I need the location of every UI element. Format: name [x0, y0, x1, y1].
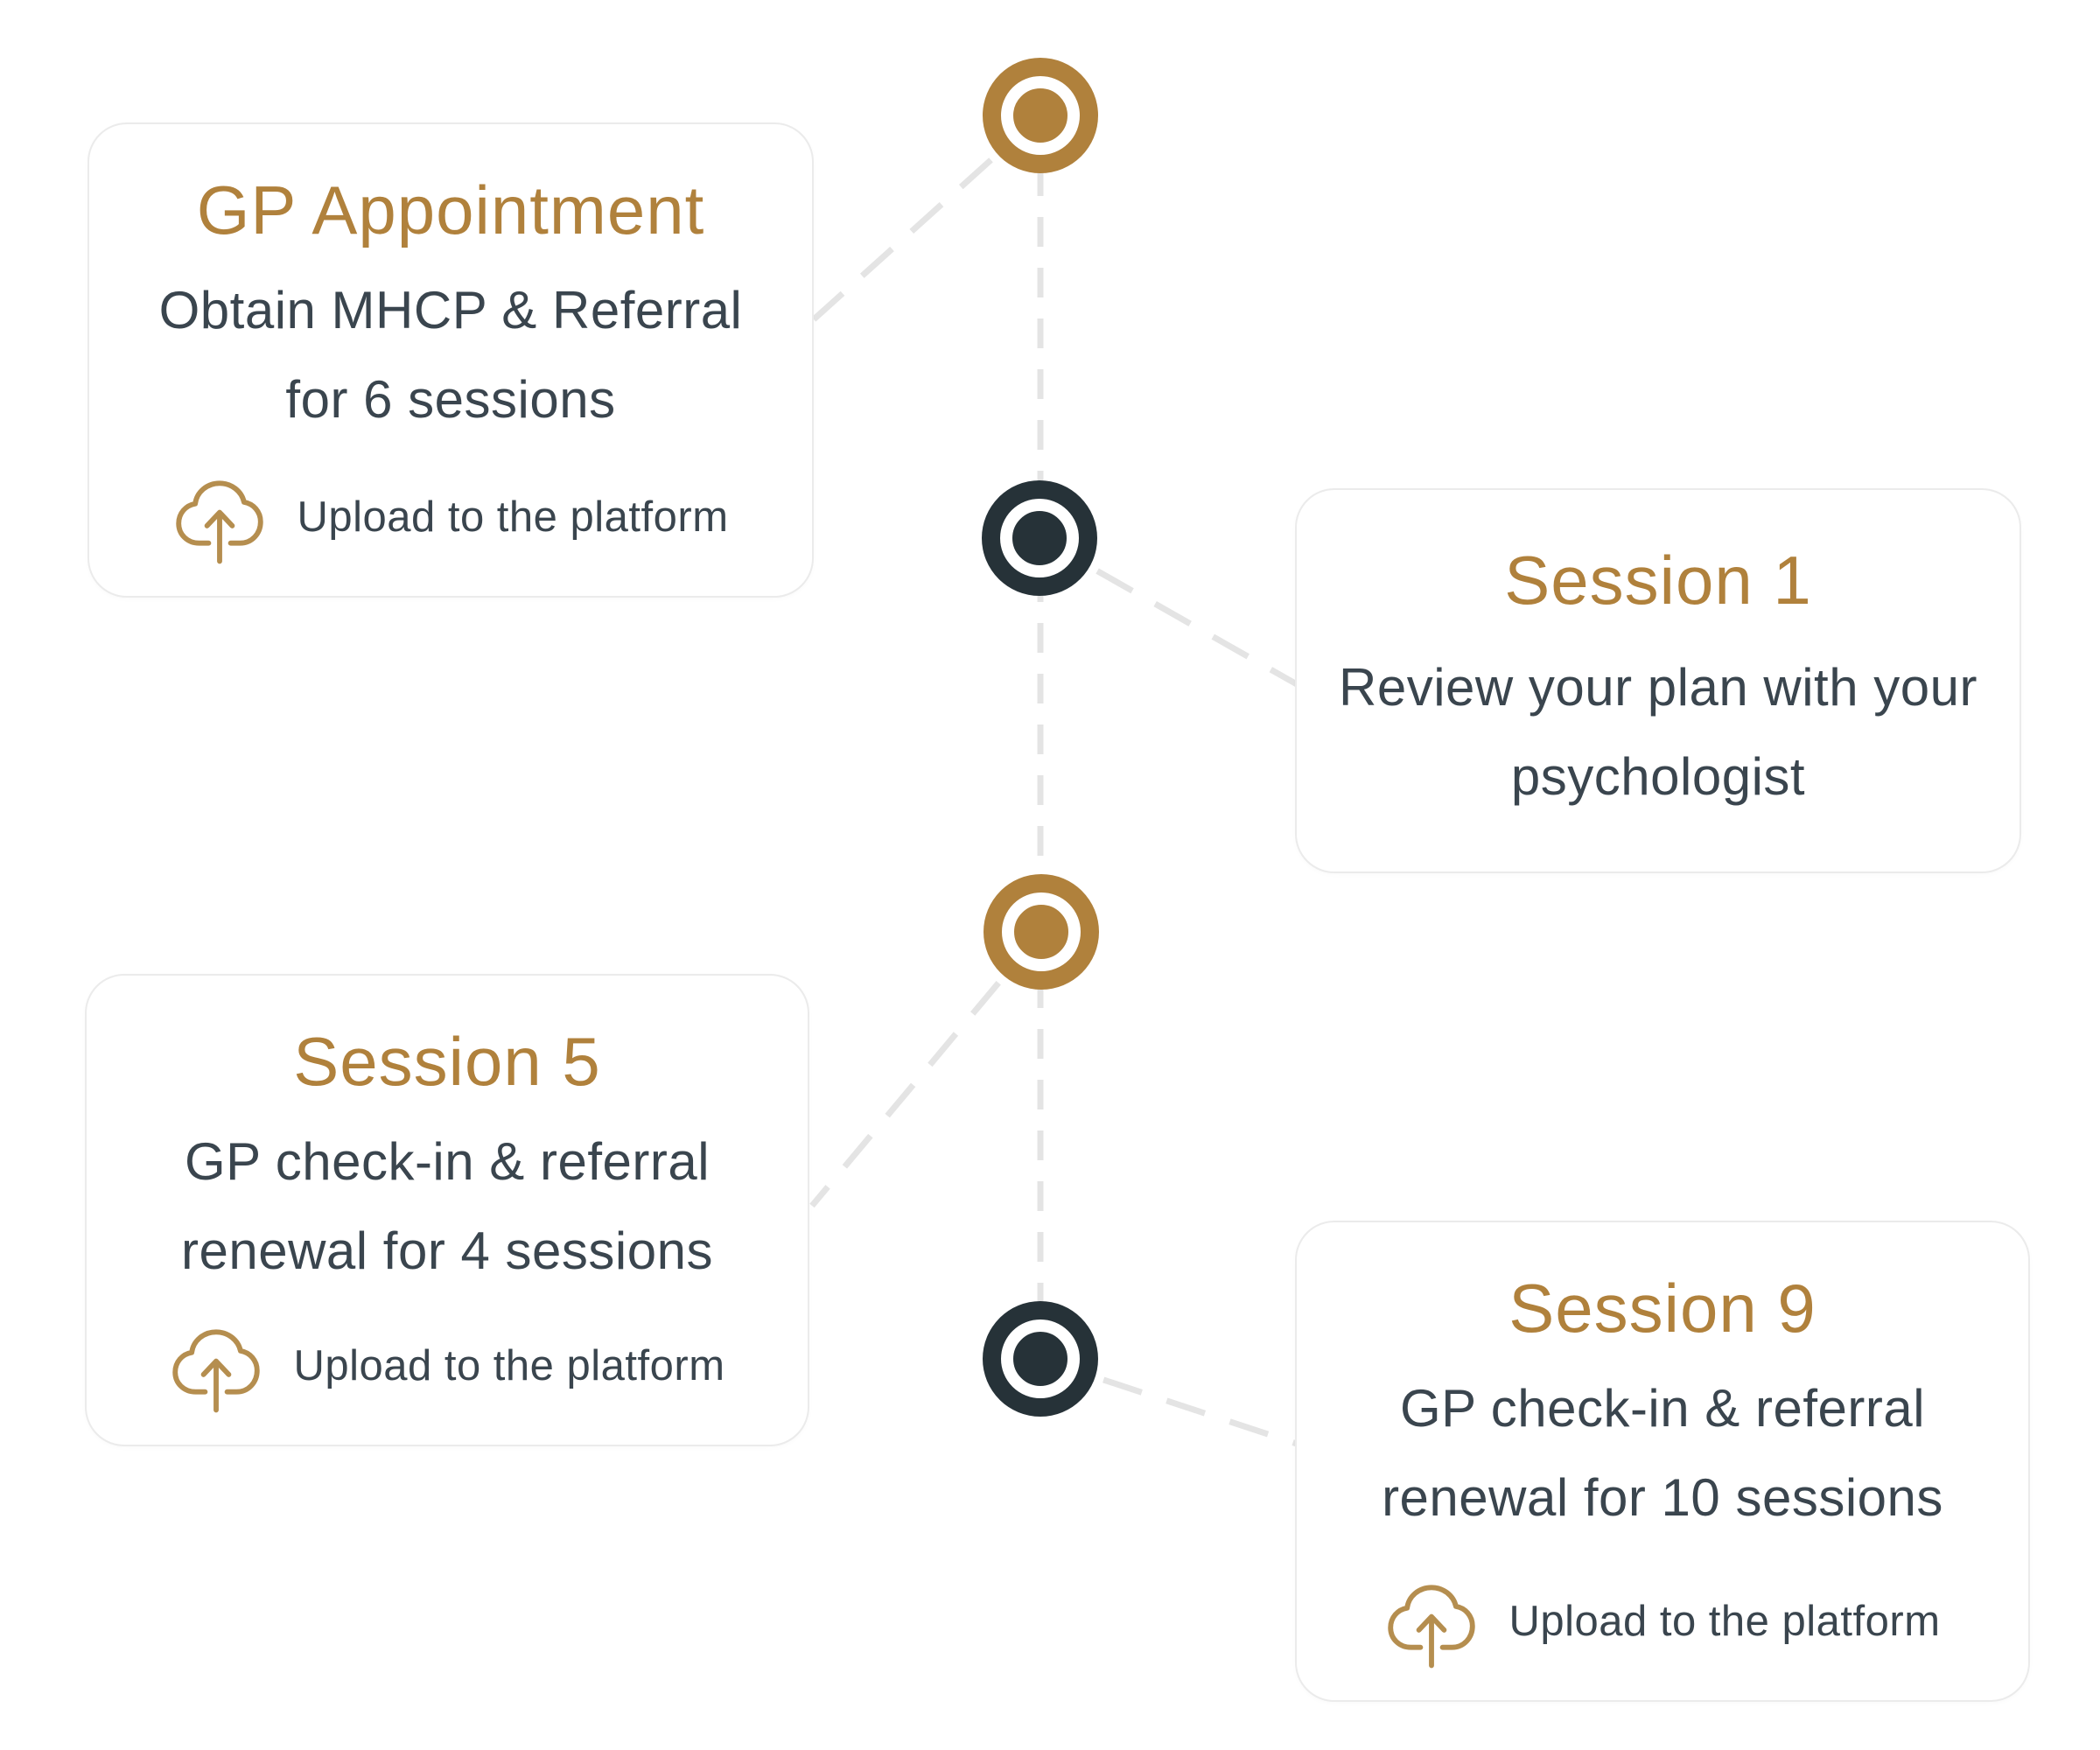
- node-core: [1002, 892, 1081, 971]
- step-description: GP check-in & referral renewal for 10 se…: [1382, 1378, 1943, 1527]
- connector-step4-line: [1039, 1355, 1298, 1447]
- step-title: GP Appointment: [196, 172, 705, 248]
- node-core: [1000, 499, 1079, 578]
- timeline-node-session-5: [984, 874, 1099, 990]
- timeline-node-gp-appointment: [983, 58, 1098, 173]
- upload-row: Upload to the platform: [172, 468, 728, 566]
- card-gp-appointment: GP Appointment Obtain MHCP & Referral fo…: [88, 122, 814, 598]
- cloud-upload-icon: [176, 480, 264, 564]
- cloud-upload-icon: [172, 1329, 261, 1413]
- upload-label: Upload to the platform: [293, 1342, 725, 1390]
- step-title: Session 1: [1504, 542, 1812, 620]
- connector-step3-line: [809, 929, 1044, 1208]
- timeline-node-session-9: [983, 1301, 1098, 1417]
- step-description: Review your plan with your psychologist: [1339, 657, 1978, 806]
- step-description: Obtain MHCP & Referral for 6 sessions: [158, 280, 743, 429]
- step-title: Session 5: [293, 1023, 601, 1100]
- upload-row: Upload to the platform: [1384, 1572, 1940, 1670]
- card-session-5: Session 5 GP check-in & referral renewal…: [85, 974, 809, 1446]
- card-session-1: Session 1 Review your plan with your psy…: [1295, 488, 2021, 873]
- upload-label: Upload to the platform: [297, 494, 729, 541]
- step-description: GP check-in & referral renewal for 4 ses…: [181, 1131, 713, 1280]
- connector-step2-line: [1038, 535, 1298, 688]
- node-core: [1001, 1320, 1080, 1398]
- card-session-9: Session 9 GP check-in & referral renewal…: [1295, 1221, 2030, 1702]
- upload-label: Upload to the platform: [1508, 1598, 1941, 1645]
- timeline-node-session-1: [982, 480, 1097, 596]
- step-title: Session 9: [1508, 1270, 1816, 1347]
- cloud-upload-icon: [1388, 1585, 1476, 1669]
- upload-row: Upload to the platform: [169, 1317, 724, 1415]
- connector-step1-line: [811, 113, 1043, 322]
- node-core: [1001, 76, 1080, 155]
